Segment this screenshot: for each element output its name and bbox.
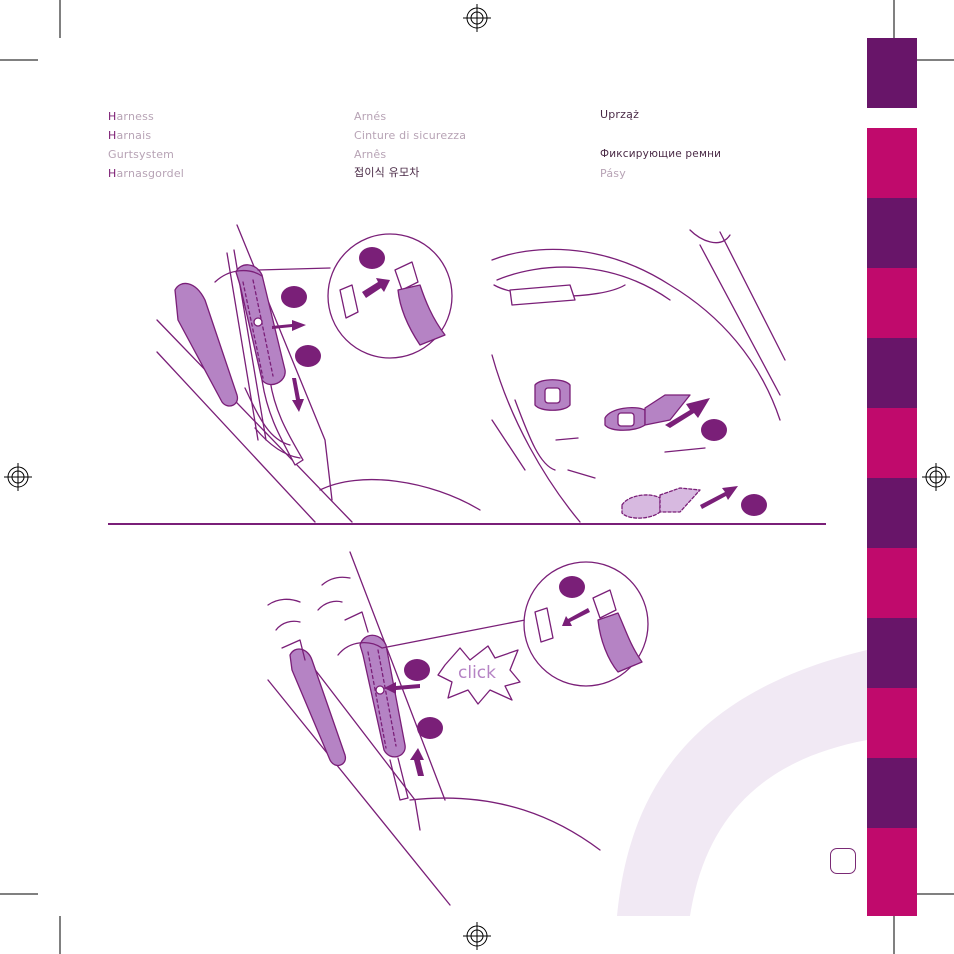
click-text: click	[458, 663, 496, 683]
